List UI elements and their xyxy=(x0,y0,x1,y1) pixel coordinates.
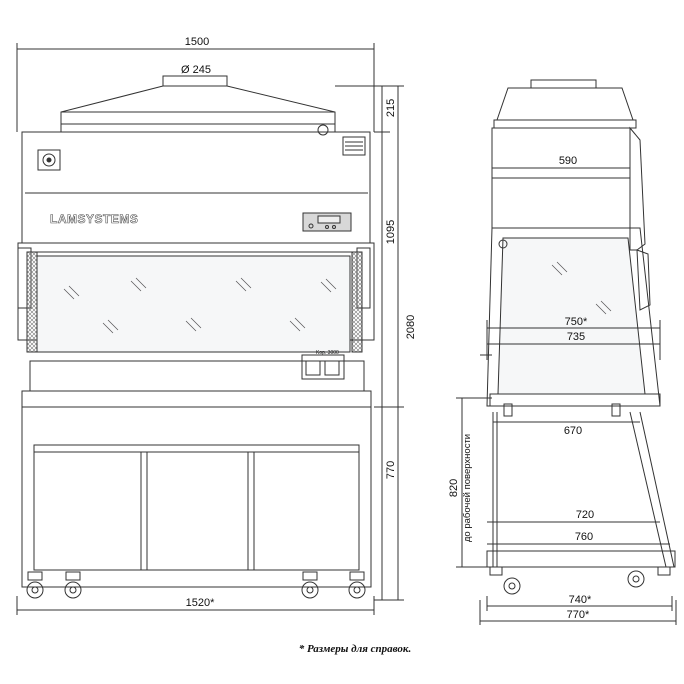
side-caster-front xyxy=(489,566,521,595)
side-stand-base xyxy=(486,550,676,568)
biohazard-label xyxy=(37,149,61,171)
brand-logo: LAMSYSTEMS xyxy=(50,212,138,226)
worktop xyxy=(29,360,365,392)
side-worktop xyxy=(489,393,661,407)
side-glass-reflection-marks xyxy=(551,261,612,315)
socket-icon xyxy=(324,360,340,376)
side-duct-collar xyxy=(530,79,597,89)
side-worktop-clamp xyxy=(503,403,513,417)
depth-window-label: 750* xyxy=(565,316,588,328)
width-bottom-label: 1520* xyxy=(186,597,215,609)
depth-work-label: 670 xyxy=(564,425,582,437)
control-button-icon xyxy=(308,223,314,229)
body-height-label: 1095 xyxy=(385,220,397,244)
control-vent-icon xyxy=(342,136,366,156)
right-mesh-panel xyxy=(351,251,363,353)
duct-collar xyxy=(162,75,228,87)
stand-height-label: 770 xyxy=(385,461,397,479)
stand-frame xyxy=(21,406,372,588)
side-stand-rear-leg-inner xyxy=(639,411,675,568)
control-knob-icon xyxy=(332,225,336,229)
socket-panel xyxy=(301,354,345,380)
hood-base xyxy=(60,123,336,133)
exhaust-hood xyxy=(60,85,336,125)
side-rear-duct-lower xyxy=(636,249,651,311)
side-stand-rear-leg xyxy=(629,411,667,568)
work-height-label: 820 xyxy=(448,479,460,497)
caster-right-inner xyxy=(301,571,319,599)
caster-left-inner xyxy=(64,571,82,599)
hood-sensor-icon xyxy=(317,124,329,136)
side-worktop-clamp xyxy=(611,403,621,417)
depth-stand-label: 760 xyxy=(575,531,593,543)
control-display xyxy=(317,215,341,224)
front-sash-glass xyxy=(36,255,351,353)
stand-inner xyxy=(33,451,360,571)
worktop-edge xyxy=(21,390,372,408)
footnote: * Размеры для справок. xyxy=(299,643,411,655)
depth-stand-inner-label: 720 xyxy=(576,509,594,521)
control-knob-icon xyxy=(325,225,329,229)
side-caster-rear xyxy=(627,566,671,588)
front-view xyxy=(16,43,404,615)
work-height-caption: до рабочей поверхности xyxy=(462,434,473,542)
width-top-label: 1500 xyxy=(185,36,209,48)
side-rear-duct xyxy=(629,126,646,251)
left-mesh-panel xyxy=(26,251,38,353)
glass-reflection-marks xyxy=(63,277,337,334)
depth-hood-label: 590 xyxy=(559,155,577,167)
panel-label: Kop. 3000 xyxy=(316,350,339,356)
total-height-label: 2080 xyxy=(405,315,417,339)
socket-icon xyxy=(305,360,321,376)
biohazard-icon xyxy=(42,153,56,167)
side-window-hinge-icon xyxy=(498,239,508,249)
caster-right-outer xyxy=(348,571,366,599)
side-hood xyxy=(496,87,634,121)
depth-total-label: 770* xyxy=(567,609,590,621)
side-hood-base xyxy=(493,119,637,129)
biohazard-core-icon xyxy=(46,157,52,163)
side-view xyxy=(456,79,677,625)
caster-left-outer xyxy=(26,571,44,599)
depth-window-inner-label: 735 xyxy=(567,331,585,343)
depth-feet-label: 740* xyxy=(569,594,592,606)
stand-crossbar xyxy=(33,444,360,453)
hood-height-label: 215 xyxy=(385,99,397,117)
duct-diameter-label: Ø 245 xyxy=(181,64,211,76)
